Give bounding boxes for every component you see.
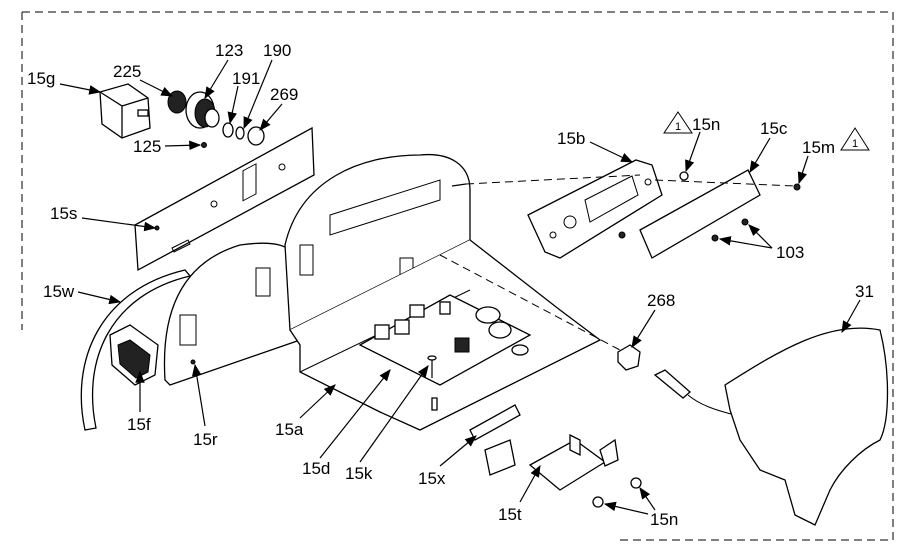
assembly-boundary	[21, 11, 894, 541]
svg-text:1: 1	[675, 121, 681, 133]
label-15g: 15g	[27, 69, 55, 88]
part-standoff	[431, 397, 438, 411]
part-15m-screw	[793, 183, 801, 191]
part-103-screw-b	[711, 234, 719, 242]
part-15n-nut-a	[592, 496, 604, 508]
part-15n-nut-b	[630, 477, 642, 489]
svg-text:1: 1	[852, 138, 858, 150]
note-triangle-icon: 1	[840, 127, 870, 151]
part-15c-cover-strip	[639, 169, 761, 259]
part-125-screw	[201, 142, 207, 148]
label-31: 31	[855, 282, 874, 301]
part-15d-circuit-board	[358, 294, 532, 386]
part-15f-switch	[109, 324, 159, 386]
part-15t-bracket	[484, 433, 619, 491]
part-191-washer	[222, 122, 234, 138]
label-15b: 15b	[557, 129, 585, 148]
label-268: 268	[647, 291, 675, 310]
label-15t: 15t	[498, 505, 522, 524]
label-15r: 15r	[193, 430, 218, 449]
label-269: 269	[270, 85, 298, 104]
alignment-line	[465, 174, 641, 185]
alignment-line	[439, 254, 621, 351]
label-15f: 15f	[127, 415, 151, 434]
part-screw	[618, 231, 626, 239]
part-screw-left	[451, 183, 467, 187]
label-15n-bottom: 15n	[650, 510, 678, 529]
label-225: 225	[113, 62, 141, 81]
part-225-disc	[167, 90, 187, 114]
part-15s-plate	[134, 126, 315, 272]
leader-lines	[59, 59, 861, 515]
label-15x: 15x	[418, 469, 446, 488]
part-103-screw-a	[741, 218, 749, 226]
label-125: 125	[133, 137, 161, 156]
part-15b-display-bracket	[527, 159, 663, 259]
part-268-fitting	[617, 344, 736, 416]
label-15c: 15c	[760, 119, 788, 138]
label-15n-top: 15n	[692, 115, 720, 134]
part-269-nut	[247, 126, 265, 146]
part-123-knob	[185, 91, 220, 129]
part-15w-bezel	[80, 269, 192, 431]
part-15a-chassis	[284, 153, 602, 431]
label-15k: 15k	[345, 464, 373, 483]
part-15n-nut-top	[679, 171, 689, 181]
label-191: 191	[232, 69, 260, 88]
label-190: 190	[263, 41, 291, 60]
note-triangle-icon: 1	[663, 111, 693, 134]
label-15s: 15s	[50, 204, 77, 223]
label-123: 123	[215, 41, 243, 60]
part-15x-plate	[469, 404, 521, 441]
part-190-washer	[235, 126, 245, 140]
alignment-line	[654, 179, 796, 187]
part-15g-switch	[99, 83, 151, 139]
screw-head-icon	[427, 355, 437, 361]
label-15d: 15d	[302, 459, 330, 478]
label-15a: 15a	[275, 420, 304, 439]
label-103: 103	[776, 243, 804, 262]
label-15m: 15m	[802, 138, 835, 157]
part-31-cover	[724, 327, 889, 526]
label-15w: 15w	[43, 282, 75, 301]
part-15r-panel	[163, 242, 301, 386]
